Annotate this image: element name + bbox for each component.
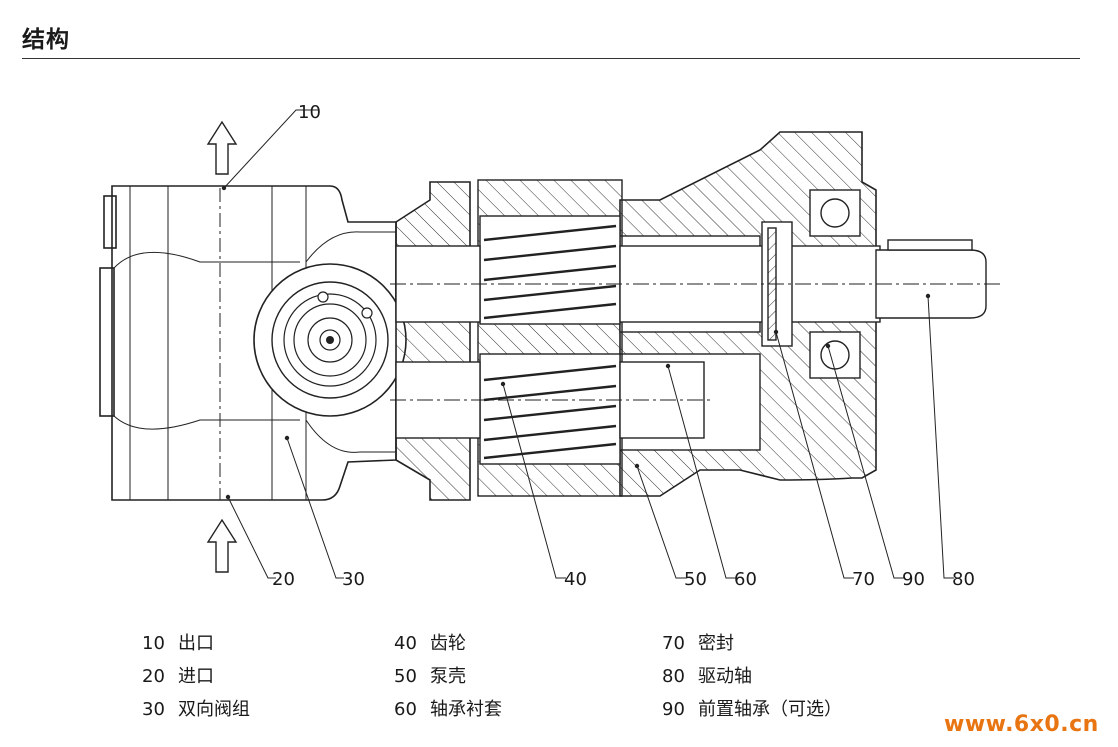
outlet-arrow: [206, 120, 238, 175]
title-divider: [22, 58, 1080, 59]
callout-60: 60: [734, 569, 757, 590]
callout-80: 80: [952, 569, 975, 590]
callout-90: 90: [902, 569, 925, 590]
callout-10: 10: [298, 102, 321, 123]
callout-50: 50: [684, 569, 707, 590]
watermark: www.6x0.cn: [944, 712, 1099, 737]
leader-lines: [223, 109, 954, 579]
gears: [477, 179, 623, 497]
leader-dots: [221, 185, 931, 500]
inlet-arrow: [206, 518, 238, 573]
page-title: 结构: [22, 27, 70, 53]
callout-40: 40: [564, 569, 587, 590]
pump-cross-section-diagram: 10 20 30 40 50 60 70 90 80: [99, 102, 1000, 590]
callout-70: 70: [852, 569, 875, 590]
callout-20: 20: [272, 569, 295, 590]
callout-30: 30: [342, 569, 365, 590]
relief-valve: [253, 263, 407, 417]
